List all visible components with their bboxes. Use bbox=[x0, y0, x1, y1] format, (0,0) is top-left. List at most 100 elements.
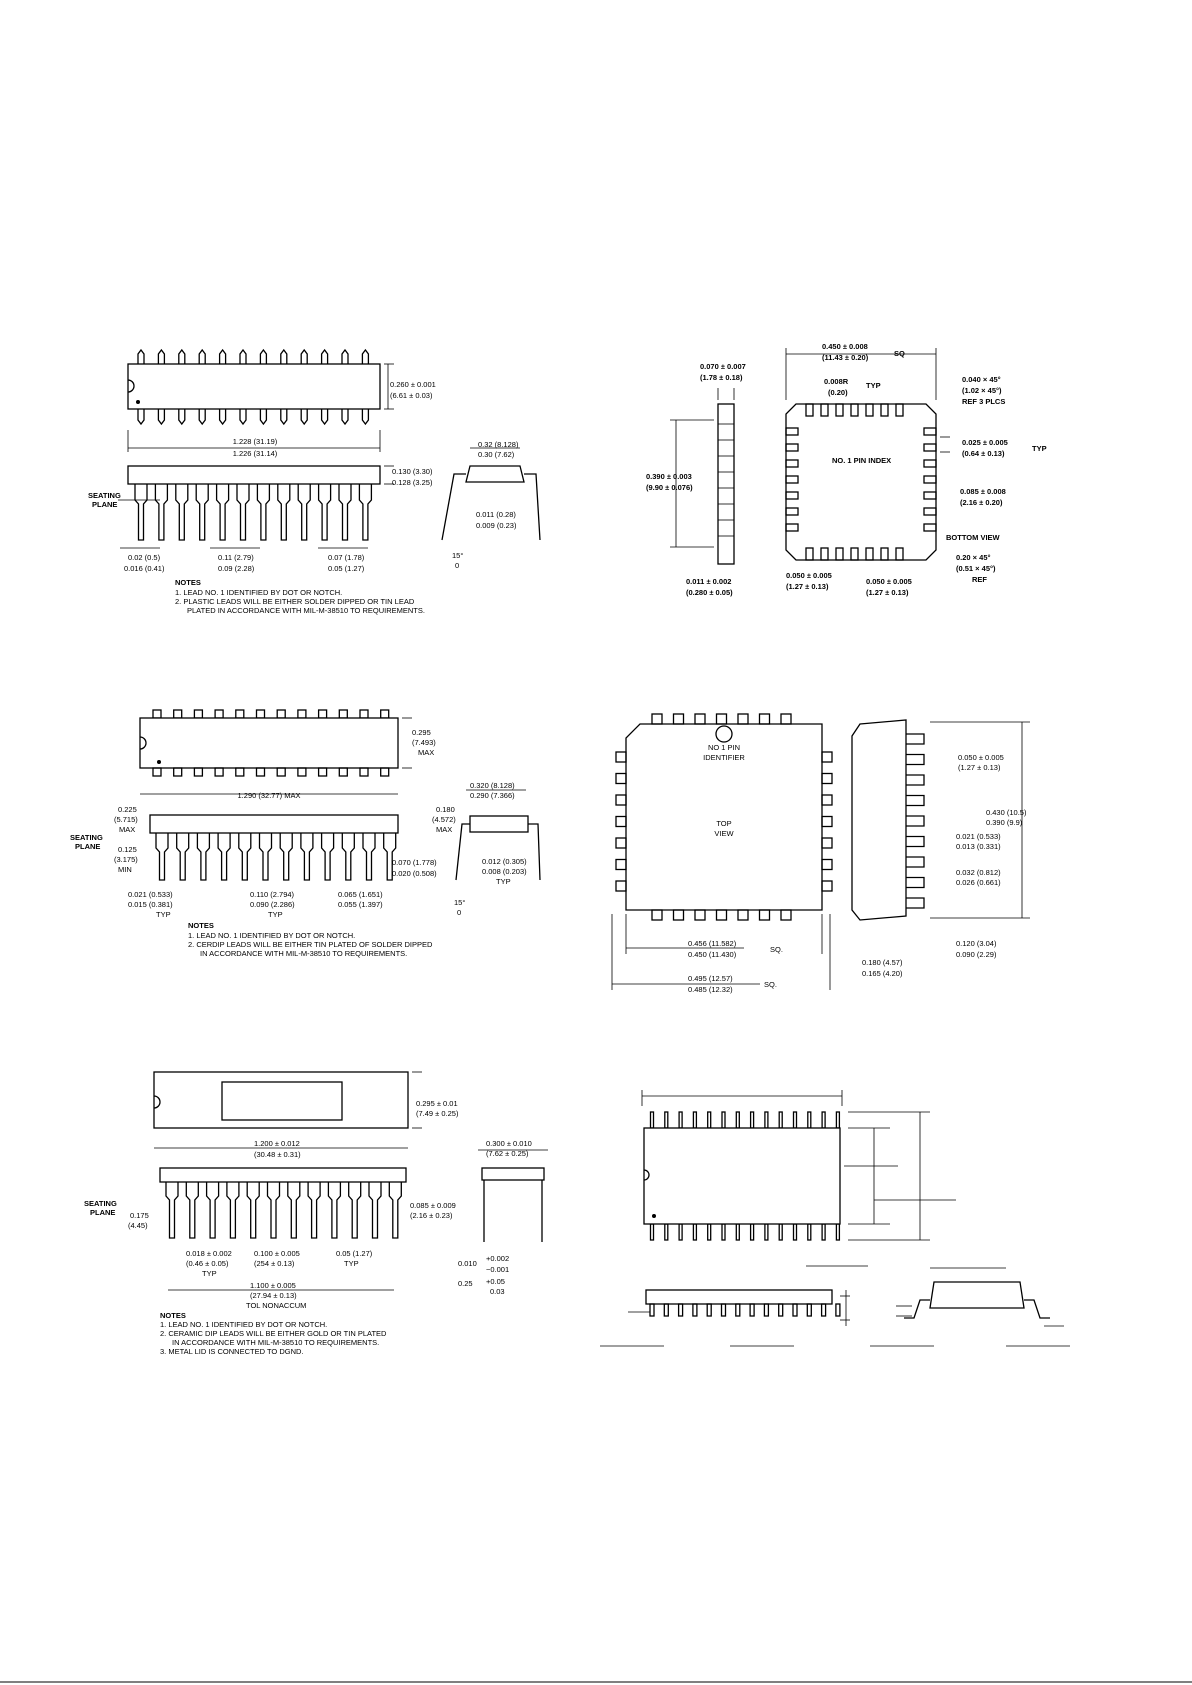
pkg5-pin-side bbox=[368, 1182, 382, 1239]
pkg3-pin-side bbox=[362, 833, 376, 881]
pkg1-notch bbox=[127, 379, 135, 393]
pkg4-sq-1: SQ. bbox=[770, 945, 783, 954]
pkg6-pin-bottom bbox=[749, 1223, 755, 1241]
pkg5-pin-side bbox=[388, 1182, 402, 1239]
pkg1-pin-bottom bbox=[280, 409, 288, 426]
pkg1-pin-side bbox=[195, 484, 209, 541]
pkg5-pin-side bbox=[185, 1182, 199, 1239]
pkg4-pad-left bbox=[615, 880, 627, 892]
pkg2-pad-bottom bbox=[895, 547, 904, 561]
pkg6-end-lead-right bbox=[1024, 1299, 1050, 1319]
pkg5-tol: TOL NONACCUM bbox=[246, 1301, 306, 1310]
pkg2-c2-c: REF bbox=[972, 575, 987, 584]
pkg1-pin-bottom bbox=[300, 409, 308, 426]
pkg4-h-b: 0.390 (9.9) bbox=[986, 818, 1023, 827]
pkg5-pin-side bbox=[226, 1182, 240, 1239]
pkg6-pin-top bbox=[807, 1111, 812, 1129]
pkg1-pin-top bbox=[198, 348, 206, 364]
pkg3-typ-1: TYP bbox=[156, 910, 171, 919]
pkg5-k-f: 0.03 bbox=[490, 1287, 505, 1296]
pkg3-pin-side bbox=[320, 833, 335, 881]
pkg1-pin-bottom bbox=[320, 409, 329, 426]
pkg4-side-lead bbox=[906, 835, 925, 848]
pkg3-h1-a: 0.225 bbox=[118, 805, 137, 814]
pkg6-pin-bottom bbox=[778, 1223, 783, 1241]
pkg4-pad-left bbox=[615, 772, 627, 785]
pkg6-pin-side bbox=[749, 1303, 755, 1317]
pkg4-side-lead bbox=[906, 774, 925, 786]
pkg1-width-a: 0.260 ± 0.001 bbox=[390, 380, 436, 389]
pkg3-pin-top bbox=[359, 709, 369, 719]
pkg3-pin-bottom bbox=[380, 767, 390, 777]
pkg6-pin-bottom bbox=[792, 1223, 798, 1241]
pkg3-pin-top bbox=[235, 709, 245, 719]
pkg6-pin-side bbox=[792, 1303, 798, 1317]
pkg1-seating-1: SEATING bbox=[88, 491, 121, 500]
pkg2-pl-a: 0.085 ± 0.008 bbox=[960, 487, 1006, 496]
pkg2-ch-b: (1.02 × 45°) bbox=[962, 386, 1002, 395]
pkg1-pin-top bbox=[320, 348, 329, 364]
pkg4-pad-top bbox=[737, 713, 749, 725]
pkg6-pin-bottom bbox=[707, 1223, 712, 1241]
pkg3-h2-c: MAX bbox=[436, 825, 452, 834]
pkg3-end-lead-left bbox=[455, 823, 470, 881]
pkg4-pad-top bbox=[758, 713, 771, 725]
pkg4-w-a: 0.021 (0.533) bbox=[956, 832, 1001, 841]
pkg3-pin-top bbox=[255, 709, 266, 719]
pkg4-side-lead bbox=[906, 733, 925, 745]
pkg4-in-a: 0.456 (11.582) bbox=[688, 939, 737, 948]
pkg6-pin-bottom bbox=[735, 1223, 740, 1241]
pkg5-pin-side bbox=[246, 1182, 260, 1239]
pkg1-lead-a: 0.02 (0.5) bbox=[128, 553, 161, 562]
pkg2-pad-left bbox=[785, 443, 799, 452]
pkg1-thk-a: 0.011 (0.28) bbox=[476, 510, 516, 519]
pkg6-pin-side bbox=[649, 1303, 655, 1317]
pkg3-pin1-dot bbox=[157, 760, 161, 764]
pkg3-end-lead-right bbox=[528, 823, 541, 881]
pkg3-pin-top bbox=[276, 709, 286, 719]
pkg1-pin-bottom bbox=[361, 409, 370, 426]
pkg1-width-b: (6.61 ± 0.03) bbox=[390, 391, 433, 400]
pkg3-pin-bottom bbox=[214, 767, 224, 777]
pkg1-row-a: 0.32 (8.128) bbox=[478, 440, 519, 449]
pkg3-m-a: 0.125 bbox=[118, 845, 137, 854]
pkg2-lcc: 0.070 ± 0.007 (1.78 ± 0.18) 0.390 ± 0.00… bbox=[646, 342, 1047, 597]
pkg4-side-lead bbox=[906, 856, 925, 868]
pkg4-pad-right bbox=[821, 858, 833, 871]
pkg4-pad-bottom bbox=[694, 909, 706, 921]
pkg1-pin-top bbox=[218, 348, 227, 364]
pkg1-pin-bottom bbox=[157, 409, 166, 426]
pkg5-seating-2: PLANE bbox=[90, 1208, 115, 1217]
pkg3-sh-a: 0.065 (1.651) bbox=[338, 890, 383, 899]
pkg5-note2: 2. CERAMIC DIP LEADS WILL BE EITHER GOLD… bbox=[160, 1329, 387, 1338]
pkg4-out-a: 0.495 (12.57) bbox=[688, 974, 733, 983]
pkg2-p1-a: 0.050 ± 0.005 bbox=[786, 571, 832, 580]
pkg6-pin-side bbox=[706, 1303, 712, 1317]
pkg5-l-a: 0.018 ± 0.002 bbox=[186, 1249, 232, 1258]
pkg5-ceramic-dip: 0.295 ± 0.01 (7.49 ± 0.25) 1.200 ± 0.012… bbox=[84, 1071, 548, 1356]
pkg3-pin-top bbox=[297, 709, 307, 719]
pkg2-bottom-body bbox=[785, 403, 937, 561]
pkg3-pin-side bbox=[196, 833, 211, 881]
pkg3-typ-2: TYP bbox=[268, 910, 283, 919]
pkg6-pin-side bbox=[820, 1303, 827, 1317]
pkg6-pin-top bbox=[778, 1111, 783, 1129]
pkg1-plastic-dip: 1.228 (31.19) 1.226 (31.14) 0.260 ± 0.00… bbox=[88, 348, 541, 615]
pkg2-sq-a: 0.450 ± 0.008 bbox=[822, 342, 868, 351]
pkg1-pin-side bbox=[338, 484, 352, 541]
pkg5-pin-side bbox=[205, 1182, 220, 1239]
pkg4-sq-2: SQ. bbox=[764, 980, 777, 989]
pkg2-p2-b: (1.27 ± 0.13) bbox=[866, 588, 909, 597]
pkg1-pin-side bbox=[215, 484, 230, 541]
pkg1-body-top bbox=[127, 363, 381, 410]
pkg2-ch-c: REF 3 PLCS bbox=[962, 397, 1005, 406]
pkg6-pin-side bbox=[735, 1303, 741, 1317]
pkg6-pin-top bbox=[821, 1111, 826, 1129]
pkg4-side-body bbox=[851, 719, 907, 921]
pkg3-w-b: (7.493) bbox=[412, 738, 436, 747]
pkg6-pin-top bbox=[678, 1111, 683, 1129]
pkg4-pad-bottom bbox=[780, 909, 792, 921]
pkg4-out-b: 0.485 (12.32) bbox=[688, 985, 733, 994]
pkg2-pad-bottom bbox=[865, 547, 874, 561]
